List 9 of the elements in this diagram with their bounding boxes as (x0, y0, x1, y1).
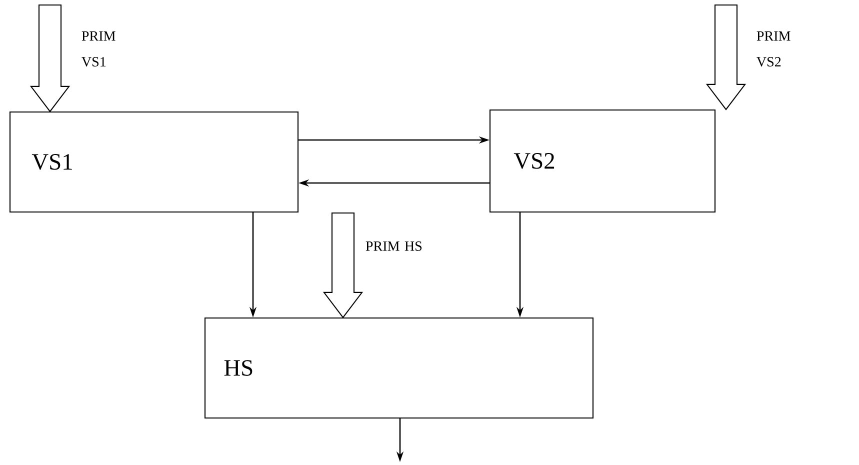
arrow (322, 212, 364, 318)
arrow (706, 4, 746, 110)
edge-label: PRIM VS2 (756, 31, 790, 67)
edge-label: PRIM VS1 (82, 31, 116, 67)
process-box: HS (204, 317, 594, 419)
edge-label: PRIM HS (366, 241, 422, 251)
process-box: VS1 (9, 111, 299, 213)
process-box: VS2 (489, 109, 716, 213)
arrow (30, 4, 70, 112)
